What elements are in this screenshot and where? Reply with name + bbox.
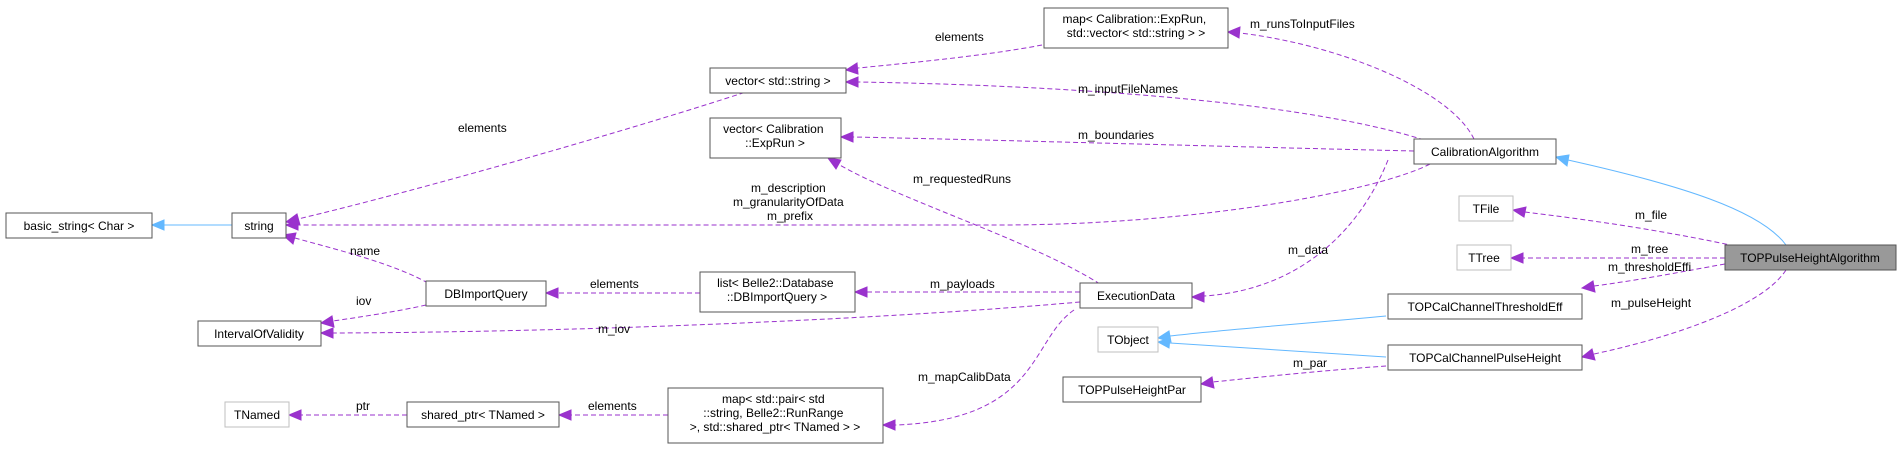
edge-name: name bbox=[281, 232, 429, 284]
edge-m-pulse-height: m_pulseHeight bbox=[1580, 269, 1787, 361]
node-string[interactable]: string bbox=[231, 212, 287, 239]
svg-text:vector< std::string >: vector< std::string > bbox=[725, 74, 830, 88]
edge-pulse-height-inherits-tobject bbox=[1156, 337, 1387, 358]
edge-string-inherits-basic-string bbox=[150, 219, 232, 231]
svg-text:basic_string< Char >: basic_string< Char > bbox=[24, 219, 135, 233]
edge-m-input-file-names: m_inputFileNames bbox=[844, 76, 1425, 141]
svg-text:map< std::pair< std ::st: map< std::pair< std ::string, Belle2::Ru… bbox=[690, 392, 861, 434]
edge-ptr: ptr bbox=[287, 399, 407, 421]
node-tobject[interactable]: TObject bbox=[1097, 326, 1159, 353]
node-calibration-algorithm[interactable]: CalibrationAlgorithm bbox=[1413, 138, 1557, 165]
edge-label-iov: iov bbox=[356, 294, 371, 308]
node-top-pulse-height-par[interactable]: TOPPulseHeightPar bbox=[1062, 376, 1202, 403]
svg-text:TNamed: TNamed bbox=[234, 408, 280, 422]
edge-label-m-pulse-height: m_pulseHeight bbox=[1611, 296, 1692, 310]
svg-text:DBImportQuery: DBImportQuery bbox=[444, 287, 527, 301]
edge-m-runs-to-input-files: m_runsToInputFiles bbox=[1226, 17, 1475, 140]
edge-label-m-boundaries: m_boundaries bbox=[1078, 128, 1154, 142]
edge-label-m-payloads: m_payloads bbox=[930, 277, 995, 291]
edge-label-m-file: m_file bbox=[1635, 208, 1667, 222]
edge-label-m-iov: m_iov bbox=[598, 322, 630, 336]
edge-label-elements: elements bbox=[588, 399, 637, 413]
edge-label-m-threshold-effi: m_thresholdEffi bbox=[1608, 260, 1691, 274]
svg-text:shared_ptr< TNamed >: shared_ptr< TNamed > bbox=[421, 408, 545, 422]
edge-label-m-tree: m_tree bbox=[1631, 242, 1669, 256]
edge-threshold-eff-inherits-tobject bbox=[1156, 315, 1387, 343]
node-map-pair[interactable]: map< std::pair< std ::string, Belle2::Ru… bbox=[667, 387, 884, 444]
svg-text:TOPCalChannelThresholdEff: TOPCalChannelThresholdEff bbox=[1408, 300, 1564, 314]
node-tnamed[interactable]: TNamed bbox=[224, 401, 290, 428]
node-list-dbimport[interactable]: list< Belle2::Database ::DBImportQuery > bbox=[699, 271, 856, 313]
edge-m-map-calib-data: m_mapCalibData bbox=[881, 309, 1075, 431]
edge-m-boundaries: m_boundaries bbox=[839, 128, 1415, 152]
edge-label-elements: elements bbox=[935, 30, 984, 44]
edge-shared-ptr-elements: elements bbox=[557, 399, 668, 421]
edge-iov: iov bbox=[319, 294, 427, 328]
edge-m-threshold-effi: m_thresholdEffi bbox=[1580, 260, 1726, 293]
edge-label-m-input-file-names: m_inputFileNames bbox=[1078, 82, 1178, 96]
node-vector-string[interactable]: vector< std::string > bbox=[709, 67, 847, 94]
svg-text:TOPPulseHeightAlgorithm: TOPPulseHeightAlgorithm bbox=[1740, 251, 1880, 265]
edge-label-elements: elements bbox=[590, 277, 639, 291]
edge-m-file: m_file bbox=[1511, 206, 1736, 247]
node-interval-of-validity[interactable]: IntervalOfValidity bbox=[197, 320, 322, 347]
node-ttree[interactable]: TTree bbox=[1456, 244, 1512, 271]
node-map-exprun[interactable]: map< Calibration::ExpRun, std::vector< s… bbox=[1043, 7, 1229, 49]
node-top-cal-channel-threshold-eff[interactable]: TOPCalChannelThresholdEff bbox=[1387, 293, 1583, 320]
node-basic-string[interactable]: basic_string< Char > bbox=[5, 212, 153, 239]
node-top-cal-channel-pulse-height[interactable]: TOPCalChannelPulseHeight bbox=[1387, 344, 1583, 371]
node-execution-data[interactable]: ExecutionData bbox=[1079, 282, 1193, 309]
svg-text:list< Belle2::Database :: list< Belle2::Database ::DBImportQuery > bbox=[717, 276, 837, 304]
edge-m-par: m_par bbox=[1199, 356, 1387, 389]
svg-text:TObject: TObject bbox=[1107, 333, 1149, 347]
node-shared-ptr[interactable]: shared_ptr< TNamed > bbox=[406, 401, 560, 428]
edge-label-m-par: m_par bbox=[1293, 356, 1327, 370]
svg-text:TFile: TFile bbox=[1473, 202, 1500, 216]
edge-label-elements: elements bbox=[458, 121, 507, 135]
svg-text:CalibrationAlgorithm: CalibrationAlgorithm bbox=[1431, 145, 1539, 159]
edge-vector-string-elements: elements bbox=[284, 89, 753, 226]
svg-text:string: string bbox=[244, 219, 273, 233]
edge-m-string-members: m_description m_granularityOfData m_pref… bbox=[284, 163, 1431, 231]
svg-text:TOPPulseHeightPar: TOPPulseHeightPar bbox=[1078, 383, 1186, 397]
svg-text:map< Calibration::ExpRun,: map< Calibration::ExpRun, std::vector< s… bbox=[1062, 12, 1209, 40]
edge-list-elements: elements bbox=[544, 277, 700, 299]
svg-text:TTree: TTree bbox=[1468, 251, 1500, 265]
node-top-pulse-height-algorithm[interactable]: TOPPulseHeightAlgorithm bbox=[1724, 244, 1897, 271]
edge-map-exprun-elements: elements bbox=[844, 30, 1043, 75]
edge-m-data: m_data bbox=[1190, 159, 1389, 303]
edge-label-m-data: m_data bbox=[1288, 243, 1328, 257]
node-vector-exprun[interactable]: vector< Calibration ::ExpRun > bbox=[709, 117, 842, 159]
edge-m-payloads: m_payloads bbox=[853, 277, 1080, 298]
node-tfile[interactable]: TFile bbox=[1458, 195, 1514, 222]
edge-m-iov: m_iov bbox=[319, 301, 1081, 339]
edge-label-m-map-calib-data: m_mapCalibData bbox=[918, 370, 1011, 384]
svg-text:IntervalOfValidity: IntervalOfValidity bbox=[214, 327, 304, 341]
svg-text:TOPCalChannelPulseHeight: TOPCalChannelPulseHeight bbox=[1409, 351, 1562, 365]
edge-label-m-string-members: m_description m_granularityOfData m_pref… bbox=[733, 181, 847, 223]
edge-label-m-runs-to-input-files: m_runsToInputFiles bbox=[1250, 17, 1355, 31]
svg-text:vector< Calibration ::Ex: vector< Calibration ::ExpRun > bbox=[723, 122, 827, 150]
edge-label-m-requested-runs: m_requestedRuns bbox=[913, 172, 1011, 186]
edge-m-requested-runs: m_requestedRuns bbox=[826, 157, 1101, 285]
edge-label-ptr: ptr bbox=[356, 399, 370, 413]
svg-text:ExecutionData: ExecutionData bbox=[1097, 289, 1175, 303]
node-db-import-query[interactable]: DBImportQuery bbox=[425, 280, 547, 307]
edge-algorithm-inherits-calibration bbox=[1554, 154, 1787, 246]
edge-m-tree: m_tree bbox=[1509, 242, 1725, 264]
edge-label-name: name bbox=[350, 244, 380, 258]
